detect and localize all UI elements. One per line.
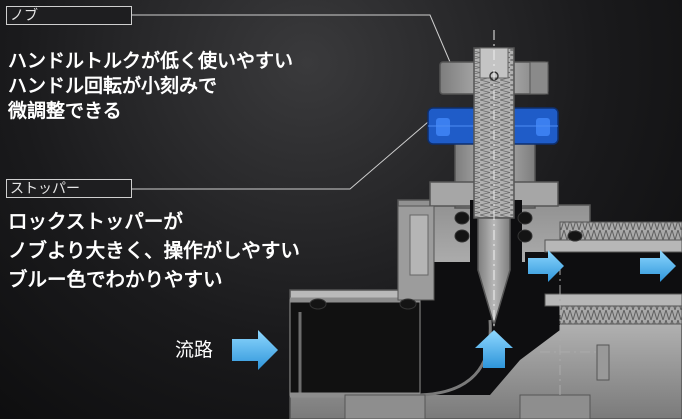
stopper-description: ロックストッパーが ノブより大きく、操作がしやすい ブルー色でわかりやすい xyxy=(8,207,300,294)
inlet-arrow-icon xyxy=(232,330,278,370)
outlet-arrow-icon xyxy=(528,250,564,282)
stopper-tag: ストッパー xyxy=(6,179,132,198)
knob-line-1: ハンドルトルクが低く使いやすい xyxy=(8,50,294,72)
stopper-leader-line xyxy=(132,121,429,190)
stopper-line-1: ロックストッパーが xyxy=(8,210,183,233)
stopper-line-2: ノブより大きく、操作がしやすい xyxy=(8,239,300,262)
outlet-arrow-icon-2 xyxy=(640,250,676,282)
knob-line-3: 微調整できる xyxy=(8,100,122,122)
flow-arrows xyxy=(232,250,676,370)
up-arrow-icon xyxy=(475,330,513,368)
valve-stem xyxy=(473,30,515,330)
knob-leader-line xyxy=(132,14,451,63)
knob-line-2: ハンドル回転が小刻みで xyxy=(8,75,218,97)
flow-path-label: 流路 xyxy=(175,339,214,361)
leader-lines xyxy=(132,14,451,190)
knob-description: ハンドルトルクが低く使いやすい ハンドル回転が小刻みで 微調整できる xyxy=(8,49,293,124)
stopper-line-3: ブルー色でわかりやすい xyxy=(8,268,223,291)
knob-tag: ノブ xyxy=(6,6,132,25)
